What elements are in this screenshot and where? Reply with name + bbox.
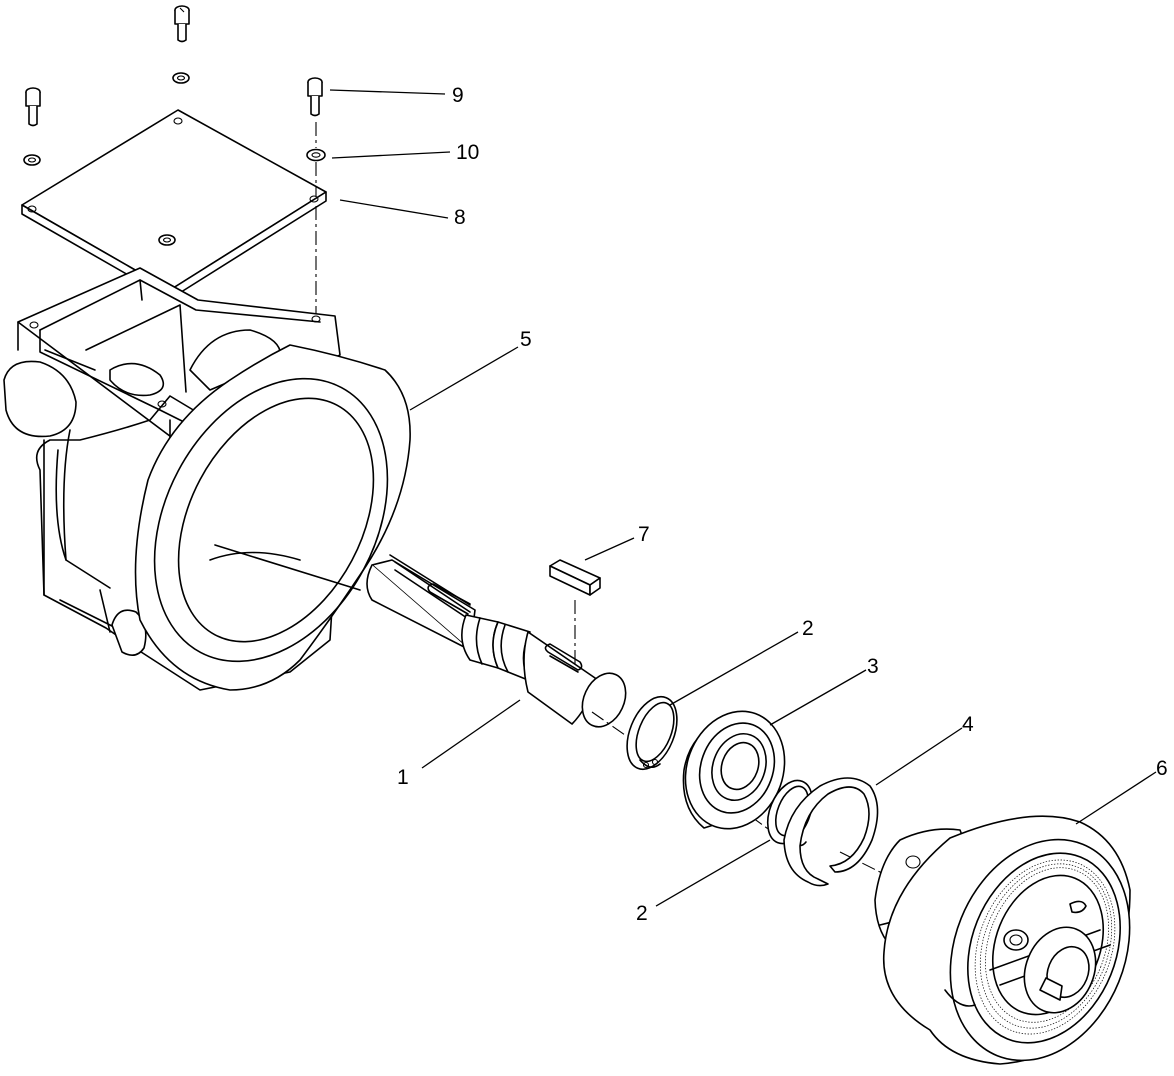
- top-screw-left: [25, 87, 41, 127]
- callout-6: 6: [1156, 757, 1168, 780]
- leader-9: [329, 89, 446, 95]
- leader-3: [769, 669, 867, 726]
- top-screw-rear: [174, 5, 190, 43]
- screw-callout-9: [307, 77, 323, 117]
- callout-8: 8: [454, 206, 466, 229]
- leader-2a: [669, 631, 799, 706]
- leader-4: [875, 727, 963, 786]
- snap-ring: [783, 777, 879, 887]
- cover-plate-washer: [158, 234, 176, 246]
- callout-7: 7: [638, 523, 650, 546]
- leader-2b: [655, 839, 771, 907]
- callout-4: 4: [962, 713, 974, 736]
- callout-9: 9: [452, 84, 464, 107]
- cover-plate: [21, 109, 327, 300]
- top-washer-rear: [172, 72, 190, 84]
- retaining-ring-upper: [626, 696, 678, 770]
- clutch-assembly: [874, 815, 1131, 1065]
- housing-flange-ring: [134, 344, 411, 691]
- callout-10: 10: [456, 141, 479, 164]
- input-shaft: [366, 554, 627, 728]
- shaft-key: [549, 559, 601, 596]
- callout-2-lower: 2: [636, 902, 648, 925]
- leader-10: [331, 151, 451, 159]
- callout-5: 5: [520, 328, 532, 351]
- top-washer-left: [23, 154, 41, 166]
- leader-6: [1075, 771, 1157, 825]
- leader-8: [339, 199, 449, 219]
- leader-5: [409, 346, 519, 411]
- leader-1: [421, 699, 521, 769]
- ball-bearing: [682, 710, 786, 830]
- callout-3: 3: [867, 655, 879, 678]
- leader-7: [584, 537, 635, 561]
- callout-2-upper: 2: [802, 617, 814, 640]
- callout-1: 1: [397, 766, 409, 789]
- washer-callout-10: [306, 148, 326, 162]
